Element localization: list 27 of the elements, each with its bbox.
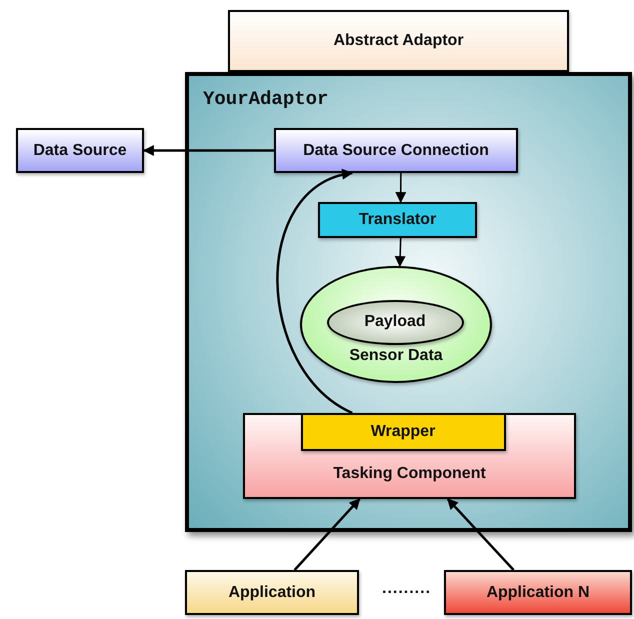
process-box	[300, 412, 506, 450]
component-box	[243, 413, 576, 499]
process-box	[274, 128, 518, 173]
arrow	[142, 145, 274, 156]
node-label: Application	[228, 584, 316, 602]
container-title: YourAdaptor	[203, 88, 328, 110]
node-label: Wrapper	[370, 422, 436, 440]
node-label: Data Source	[33, 142, 127, 160]
node-label: Data Source Connection	[303, 142, 489, 160]
node-label: Application N	[486, 584, 590, 602]
ellipse-label: Sensor Data	[348, 347, 444, 365]
arrow	[276, 170, 354, 414]
node-label: Payload	[364, 313, 426, 331]
abstract-box	[228, 10, 569, 72]
arrow	[294, 498, 360, 571]
arrow	[394, 238, 406, 268]
arrow	[446, 498, 514, 571]
node-label: Abstract Adaptor	[333, 32, 464, 50]
ellipsis-label: .........	[382, 580, 432, 598]
process-box	[318, 202, 477, 238]
process-box	[16, 128, 144, 173]
node-label: Translator	[358, 211, 436, 229]
arrow	[395, 173, 406, 204]
container-box	[185, 72, 632, 532]
node-label: Tasking Component	[333, 465, 486, 483]
application-box	[444, 570, 632, 615]
application-box	[185, 570, 359, 615]
